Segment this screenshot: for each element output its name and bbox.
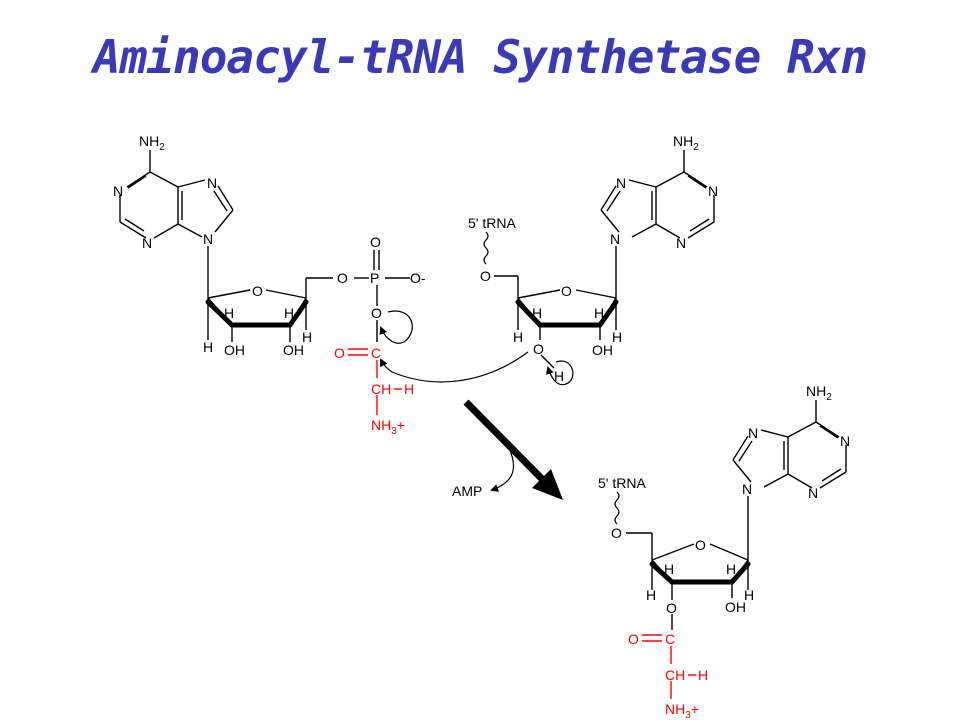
phosphorus-label: P: [370, 270, 379, 286]
ring-nitrogen-label: N: [203, 231, 213, 247]
pushing-arrow-phosphate: [379, 310, 413, 344]
ring-oxygen-label: O: [561, 283, 572, 299]
slide-title: Aminoacyl-tRNA Synthetase Rxn: [92, 30, 868, 84]
ring-nitrogen-label: N: [840, 433, 850, 449]
ribose-ring-right: [494, 275, 619, 369]
hydrogen-label: H: [646, 587, 656, 603]
alpha-carbon-label: CH: [371, 381, 391, 397]
ester-oxygen-label: O: [480, 268, 491, 284]
hydrogen-label: H: [224, 305, 234, 321]
ring-nitrogen-label: N: [610, 231, 620, 247]
hydrogen-label: H: [513, 329, 523, 345]
ribose-ring-left: [205, 277, 333, 342]
amino-acid-left: [348, 348, 402, 415]
ring-nitrogen-label: N: [708, 183, 718, 199]
nucleophilic-attack-arrow: [380, 351, 529, 383]
ring-nitrogen-label: N: [142, 235, 152, 251]
ribose-ring-product: [626, 532, 751, 630]
trna-label: 5' tRNA: [598, 475, 646, 491]
hydroxyl-label: OH: [592, 342, 613, 358]
bridging-oxygen-label: O: [371, 305, 382, 321]
phosphate-group: [354, 250, 410, 342]
ring-oxygen-label: O: [252, 283, 263, 299]
hydroxyl-hydrogen-label: H: [554, 368, 564, 384]
hydrogen-label: H: [532, 305, 542, 321]
adenine-ring-right: [600, 150, 715, 298]
ring-nitrogen-label: N: [207, 175, 217, 191]
ring-nitrogen-label: N: [742, 481, 752, 497]
ring-nitrogen-label: N: [808, 485, 818, 501]
hydroxyl-label: OH: [283, 342, 304, 358]
amine-label-product: NH2: [806, 383, 832, 403]
ring-nitrogen-label: N: [676, 235, 686, 251]
hydroxyl-label: OH: [725, 599, 746, 615]
hydrogen-label: H: [284, 305, 294, 321]
phosphoryl-oxygen-label: O: [370, 234, 381, 250]
amine-label-right: NH2: [673, 133, 699, 153]
aminoacyl-trna-product: NH2 N N N N 5' tRNA O O H H H H O: [598, 383, 850, 720]
trna-label: 5' tRNA: [468, 215, 516, 231]
carbonyl-oxygen-label: O: [628, 631, 639, 647]
ester-oxygen-label: O: [666, 600, 677, 616]
reaction-arrow: [463, 399, 563, 500]
alpha-hydrogen-label: H: [698, 667, 708, 683]
trna-backbone-squiggle: [483, 231, 489, 265]
carbonyl-carbon-label: C: [665, 631, 675, 647]
alpha-carbon-label: CH: [665, 667, 685, 683]
adenine-ring-left: [119, 150, 234, 298]
ester-oxygen-label: O: [611, 525, 622, 541]
phosphate-anion-label: O-: [410, 270, 426, 286]
amp-label: AMP: [452, 483, 482, 499]
trna-backbone-squiggle: [614, 491, 620, 525]
ring-oxygen-label: O: [695, 537, 706, 553]
trna-reactant: NH2 N N N N 5' tRNA O O H H H H O: [468, 133, 718, 384]
amine-label-left: NH2: [139, 133, 165, 153]
carbonyl-oxygen-label: O: [334, 345, 345, 361]
ammonium-label: NH3+: [371, 417, 405, 437]
hydrogen-label: H: [664, 561, 674, 577]
ring-nitrogen-label: N: [616, 175, 626, 191]
ring-nitrogen-label: N: [113, 183, 123, 199]
ester-oxygen-label: O: [337, 270, 348, 286]
hydrogen-label: H: [612, 329, 622, 345]
alpha-hydrogen-label: H: [404, 381, 414, 397]
hydrogen-label: H: [302, 329, 312, 345]
adenine-ring-product: [732, 400, 847, 560]
pushing-arrow-hydroxyl: [546, 360, 574, 386]
hydrogen-label: H: [203, 339, 213, 355]
ammonium-label: NH3+: [665, 701, 699, 720]
hydrogen-label: H: [594, 305, 604, 321]
hydrogen-label: H: [744, 587, 754, 603]
ring-nitrogen-label: N: [748, 425, 758, 441]
nucleophile-oxygen-label: O: [533, 341, 544, 357]
aminoacyl-adenylate: NH2 N N N N O H H H H OH OH: [113, 133, 426, 437]
hydrogen-label: H: [726, 561, 736, 577]
amp-release-arrow: [490, 441, 515, 492]
carbonyl-carbon-label: C: [371, 345, 381, 361]
hydroxyl-label: OH: [224, 342, 245, 358]
amino-acid-product: [642, 634, 696, 699]
